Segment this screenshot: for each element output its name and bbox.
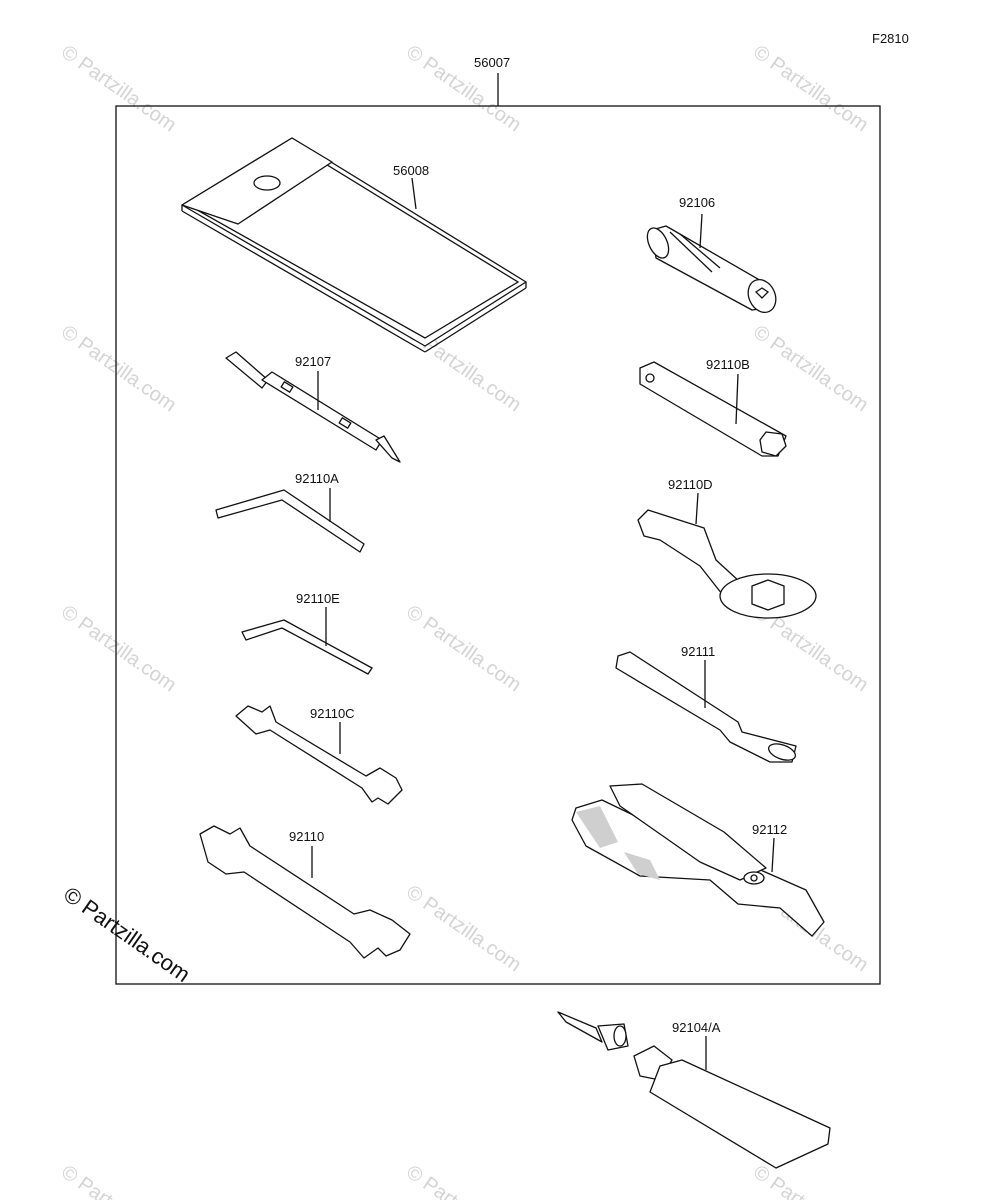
part-92107-screwdriver: 92107 (225, 351, 401, 463)
watermark: © Partzilla.com (402, 1161, 525, 1200)
part-92110A-hex-key: 92110A (215, 471, 365, 553)
part-label-92110: 92110 (289, 829, 324, 844)
part-label-92110B: 92110B (706, 357, 750, 372)
watermark: © Partzilla.com (402, 601, 525, 696)
part-label-92110D: 92110D (668, 477, 713, 492)
watermark: © Partzilla.com (57, 321, 180, 416)
part-92110C-wrench: 92110C (235, 705, 403, 805)
watermark: © Partzilla.com (57, 601, 180, 696)
part-56008-tool-bag: 56008 (181, 137, 527, 353)
part-label-56007: 56007 (474, 55, 510, 70)
part-92112-pliers: 92112 (571, 783, 825, 937)
watermark: © Partzilla.com (402, 881, 525, 976)
part-92110E-small-hex-key: 92110E (241, 591, 373, 675)
part-label-92112: 92112 (752, 822, 787, 837)
part-label-92111: 92111 (681, 644, 715, 659)
figure-code: F2810 (872, 31, 909, 46)
part-label-56008: 56008 (393, 163, 429, 178)
watermark: © Partzilla.com (749, 41, 872, 136)
part-label-92104A: 92104/A (672, 1020, 721, 1035)
part-92111-extension-bar: 92111 (615, 644, 797, 763)
part-92110B-box-wrench: 92110B (639, 357, 787, 457)
part-92110-wrench: 92110 (199, 825, 411, 959)
part-92104A-patch-tube: 92104/A (557, 1011, 831, 1169)
tool-kit-frame: 56007 (115, 55, 881, 985)
part-92110D-ring-spanner: 92110D (637, 477, 817, 619)
watermark: © Partzilla.com (57, 41, 180, 136)
watermark-dark: © Partzilla.com (59, 882, 195, 988)
watermark: © Partzilla.com (749, 321, 872, 416)
part-label-92107: 92107 (295, 354, 331, 369)
watermark: © Partzilla.com (57, 1161, 180, 1200)
part-label-92110A: 92110A (295, 471, 339, 486)
watermark-layer: © Partzilla.com © Partzilla.com © Partzi… (57, 41, 872, 1200)
part-label-92106: 92106 (679, 195, 715, 210)
part-label-92110C: 92110C (310, 706, 355, 721)
watermark: © Partzilla.com (749, 1161, 872, 1200)
part-label-92110E: 92110E (296, 591, 340, 606)
part-92106-socket-handle: 92106 (646, 195, 777, 314)
